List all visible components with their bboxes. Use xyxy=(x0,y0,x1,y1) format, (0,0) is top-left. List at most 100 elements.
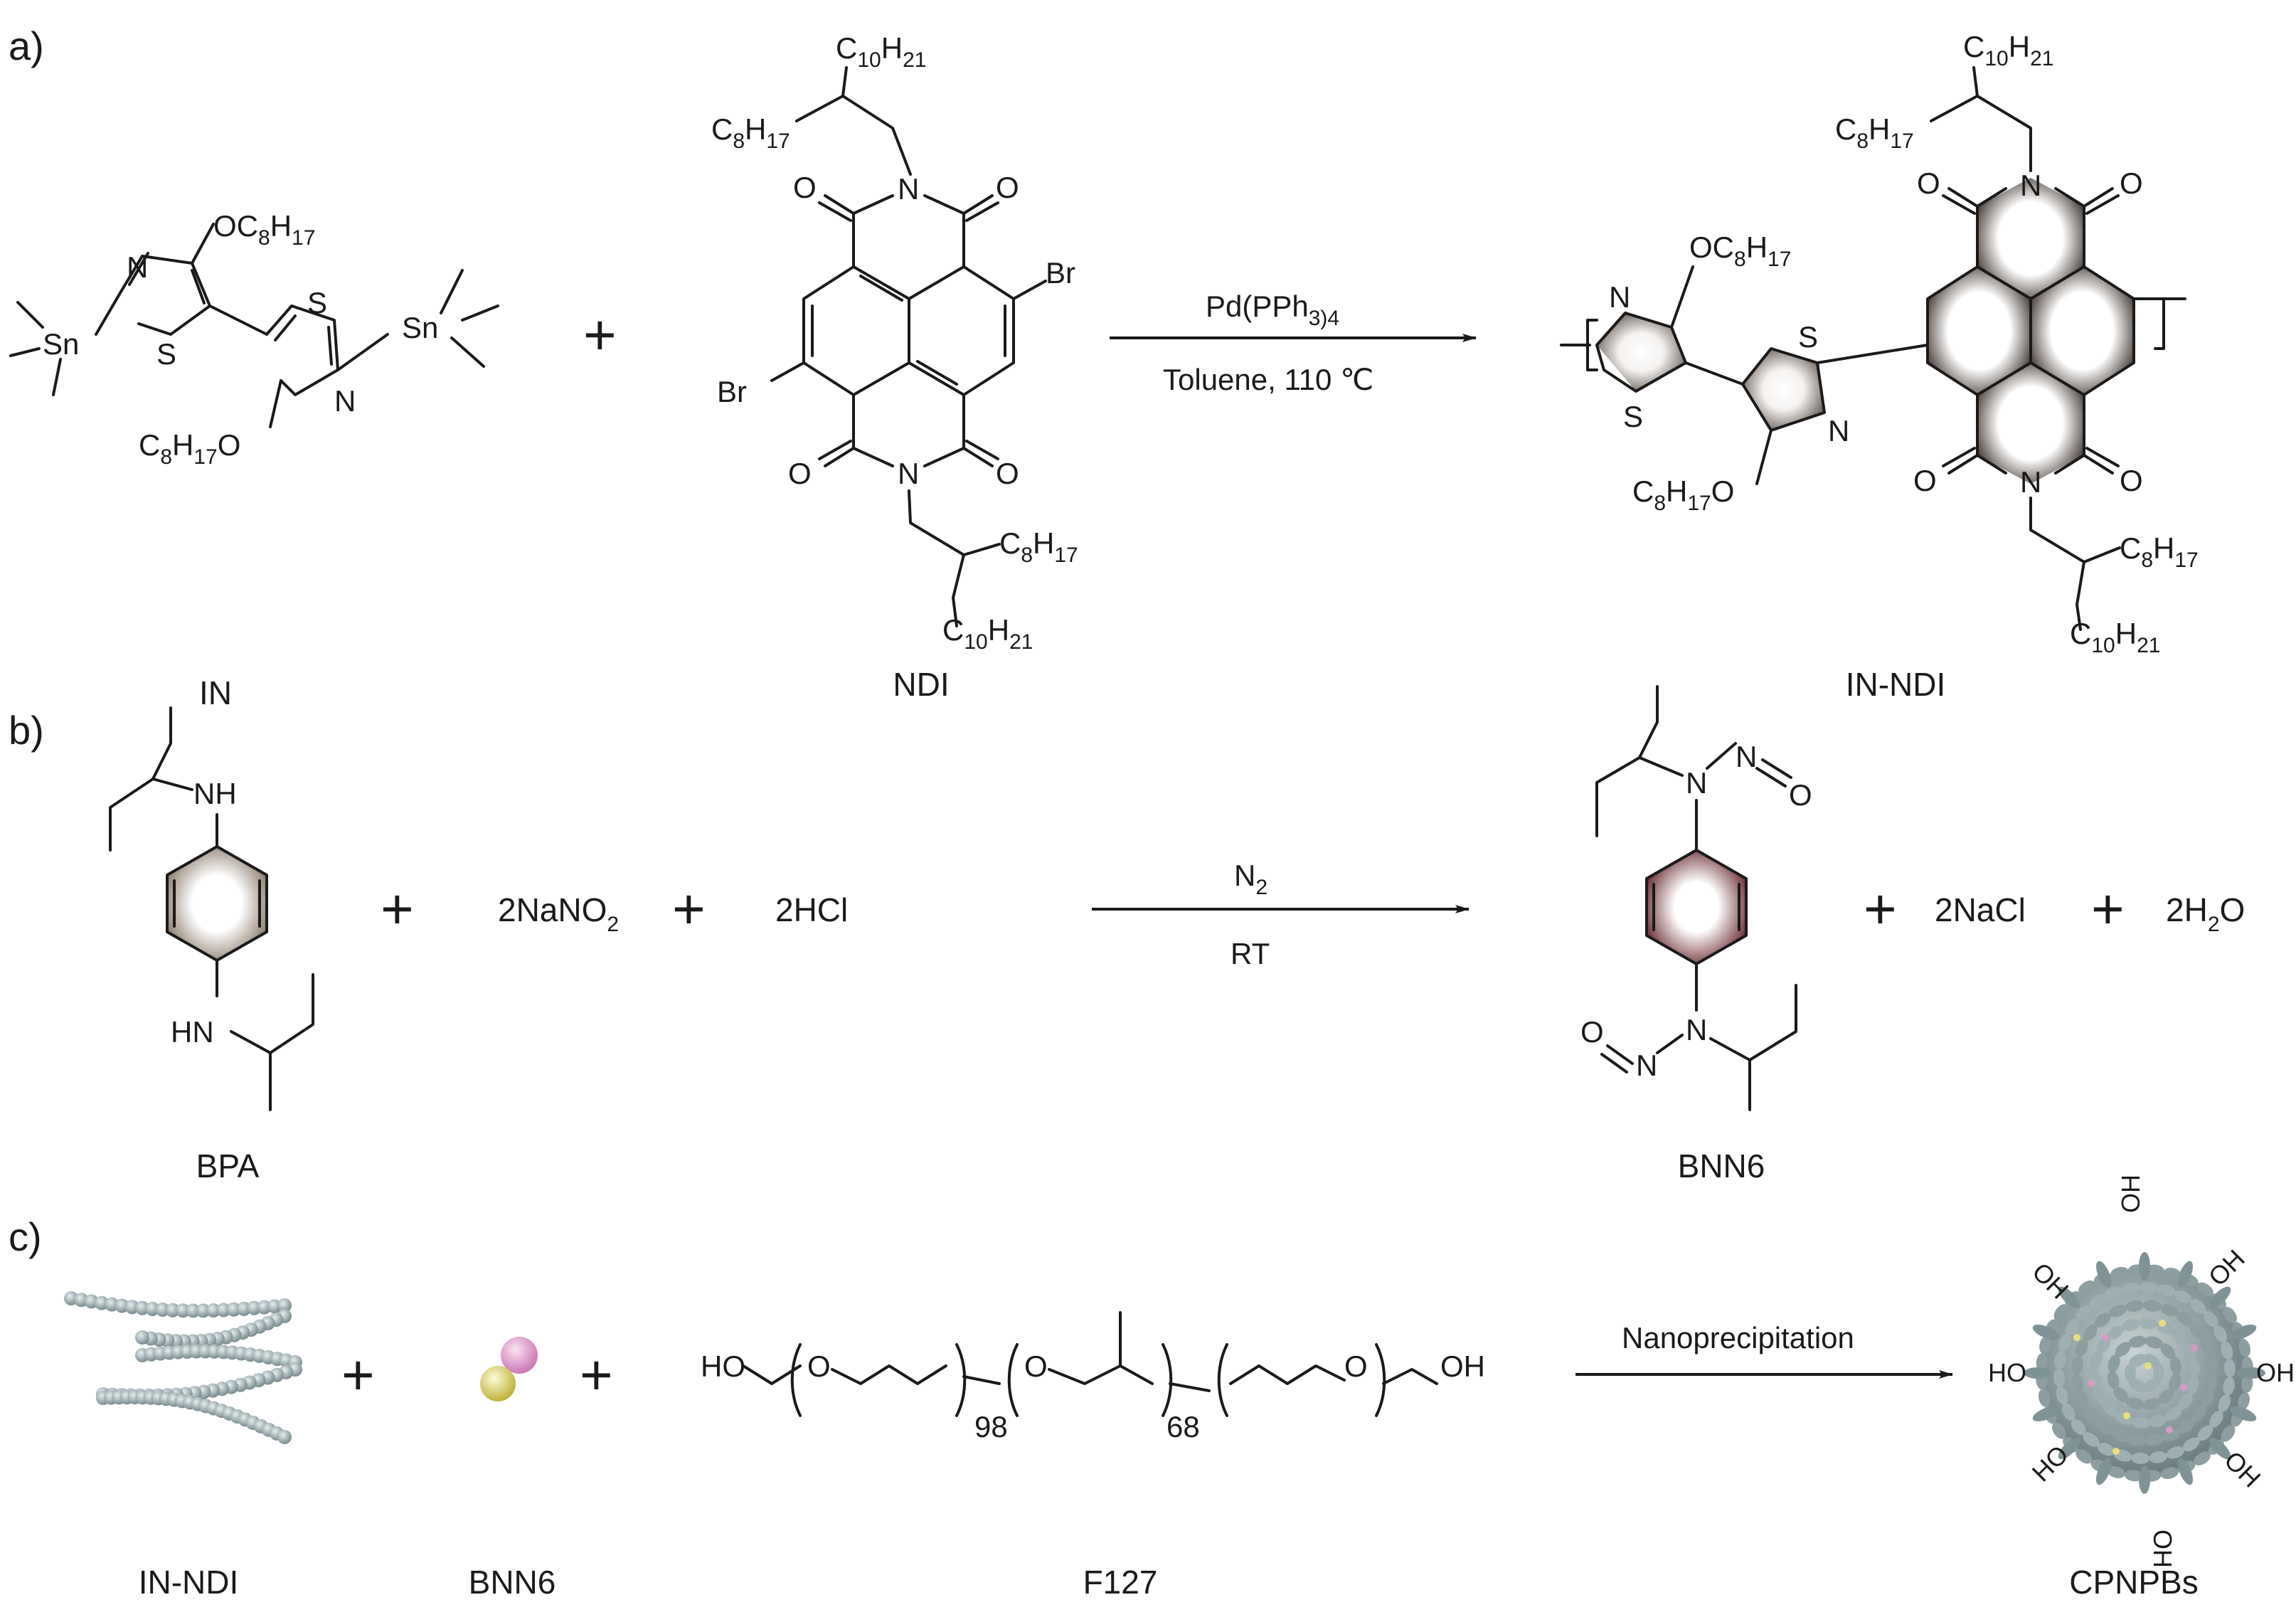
atom-n: N xyxy=(1686,766,1707,800)
surface-oh: OH xyxy=(2256,1358,2295,1387)
group-c8h17: C8H17 xyxy=(1835,112,1914,153)
panel-label-b: b) xyxy=(9,708,44,753)
particle-blob xyxy=(2095,1420,2112,1435)
atom-o: O xyxy=(1913,464,1937,497)
particle-blob xyxy=(2203,1310,2218,1327)
bnn6-molecule-spheres xyxy=(480,1337,538,1401)
particle-blob xyxy=(2090,1351,2103,1370)
particle-blob xyxy=(2121,1283,2140,1295)
atom-s: S xyxy=(307,286,327,319)
product-bnn6-name: BNN6 xyxy=(1678,1147,1765,1184)
particle-blob xyxy=(2066,1318,2080,1335)
group-oc8h17: OC8H17 xyxy=(1689,230,1791,271)
particle-blob xyxy=(2038,1389,2051,1407)
particle-blob xyxy=(2125,1300,2144,1313)
surface-oh: HO xyxy=(1988,1358,2026,1387)
atom-o: O xyxy=(1789,778,1812,812)
particle-blob xyxy=(2053,1368,2066,1387)
cargo-dot xyxy=(2123,1412,2130,1419)
particle-blob xyxy=(2177,1261,2194,1288)
particle-blob xyxy=(2062,1403,2076,1421)
particle-blob xyxy=(2110,1266,2129,1279)
particle-blob xyxy=(2076,1305,2092,1321)
particle-blob xyxy=(2032,1324,2060,1340)
particle-blob xyxy=(2058,1437,2080,1460)
particle-blob xyxy=(2102,1401,2117,1416)
reactant-ndi-name: NDI xyxy=(893,666,949,703)
particle-blob xyxy=(2096,1336,2111,1354)
name-f127: F127 xyxy=(1083,1564,1158,1601)
atom-n: N xyxy=(334,384,356,418)
reagent-nano2: 2NaNO2 xyxy=(498,891,619,936)
particle-blob xyxy=(2142,1300,2162,1312)
reactant-bpa-name: BPA xyxy=(196,1147,260,1184)
particle-blob xyxy=(2177,1311,2194,1326)
cargo-dot xyxy=(2102,1334,2109,1341)
particle-blob xyxy=(2107,1465,2125,1478)
atom-s: S xyxy=(1623,400,1643,433)
particle-blob xyxy=(2078,1280,2095,1295)
particle-blob xyxy=(2160,1467,2179,1480)
group-oc8h17: OC8H17 xyxy=(213,209,315,250)
plus-sign: + xyxy=(341,1343,375,1406)
particle-blob xyxy=(2039,1335,2052,1354)
particle-blob xyxy=(2153,1364,2164,1382)
particle-blob xyxy=(2188,1359,2200,1378)
chain-bead xyxy=(206,1303,220,1318)
atom-o: O xyxy=(1917,166,1940,200)
atom-s: S xyxy=(156,337,176,371)
particle-blob xyxy=(2129,1354,2146,1368)
cargo-dot xyxy=(2144,1362,2152,1369)
group-c8h17: C8H17 xyxy=(2120,531,2199,572)
particle-blob xyxy=(2186,1376,2199,1395)
particle-blob xyxy=(2107,1325,2124,1340)
product-in-ndi: N S OC8H17 S N C8H17O O O O O N N xyxy=(1560,30,2199,657)
f127-structure: HO O 98 O 68 O OH xyxy=(701,1311,1485,1443)
particle-blob xyxy=(2169,1357,2182,1375)
particle-blob xyxy=(2213,1325,2227,1343)
particle-blob xyxy=(2094,1313,2111,1327)
atom-n: N xyxy=(1828,414,1849,447)
atom-o: O xyxy=(1580,1015,1604,1049)
nanoparticle-illustration xyxy=(2024,1252,2265,1494)
particle-blob xyxy=(2128,1335,2147,1348)
atom-n: N xyxy=(1636,1049,1657,1082)
particle-blob xyxy=(2108,1354,2120,1373)
particle-blob xyxy=(2083,1324,2098,1341)
plus-sign: + xyxy=(580,1343,613,1406)
particle-blob xyxy=(2164,1268,2182,1280)
particle-blob xyxy=(2165,1406,2182,1421)
f127-ho: HO xyxy=(701,1349,745,1383)
particle-blob xyxy=(2131,1452,2150,1464)
group-c8h17: C8H17 xyxy=(999,526,1078,567)
chain-bead xyxy=(277,1430,292,1444)
cargo-dot xyxy=(2159,1320,2166,1327)
particle-blob xyxy=(2084,1406,2099,1423)
particle-blob xyxy=(2223,1307,2237,1324)
particle-blob xyxy=(2054,1350,2066,1369)
cargo-dot xyxy=(2073,1334,2080,1341)
particle-blob xyxy=(2178,1392,2193,1410)
cargo-dot xyxy=(2180,1384,2187,1391)
particle-blob xyxy=(2058,1286,2080,1309)
chain-bead xyxy=(247,1300,262,1315)
group-c8h17o: C8H17O xyxy=(1632,474,1734,515)
particle-blob xyxy=(2174,1290,2192,1304)
particle-blob xyxy=(2097,1442,2115,1456)
particle-blob xyxy=(2149,1451,2168,1463)
particle-blob xyxy=(2143,1378,2160,1392)
particle-blob xyxy=(2146,1264,2164,1276)
chain-bead xyxy=(176,1303,191,1318)
particle-blob xyxy=(2223,1359,2236,1378)
particle-blob xyxy=(2139,1252,2150,1280)
atom-br: Br xyxy=(1046,256,1075,290)
surface-oh: OH xyxy=(2116,1174,2145,1213)
particle-blob xyxy=(2206,1371,2218,1390)
atom-sn-left: Sn xyxy=(43,327,79,361)
atom-n: N xyxy=(898,457,919,490)
particle-blob xyxy=(2238,1339,2251,1357)
condition-rt: RT xyxy=(1231,937,1270,970)
plus-sign: + xyxy=(583,303,617,366)
particle-blob xyxy=(2115,1342,2131,1357)
particle-blob xyxy=(2126,1397,2144,1410)
